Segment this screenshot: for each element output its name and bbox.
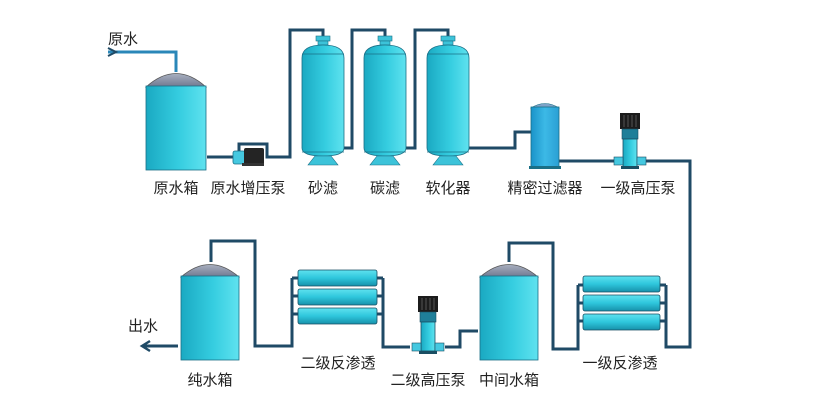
raw-water-tank <box>144 73 208 171</box>
label-stage2-ro: 二级反渗透 <box>300 354 375 372</box>
label-stage1-ro: 一级反渗透 <box>582 354 657 372</box>
label-intermediate-tank: 中间水箱 <box>479 371 539 389</box>
inlet-arrow-icon <box>107 47 119 57</box>
softener <box>426 35 470 166</box>
tank-body <box>479 275 539 361</box>
tank-dome-icon <box>179 264 241 278</box>
vessel-base <box>369 155 401 166</box>
vertical-pump-icon <box>420 321 436 352</box>
pressure-vessel-icon <box>301 44 345 157</box>
label-stage1-high-pressure-pump: 一级高压泵 <box>600 179 675 197</box>
inlet-label: 原水 <box>108 30 138 48</box>
stage2-ro <box>290 269 385 325</box>
stage1-high-pressure-pump <box>613 113 647 169</box>
pure-water-tank <box>179 264 241 361</box>
label-stage2-high-pressure-pump: 二级高压泵 <box>390 371 465 389</box>
pipe-pump1-to-ro1 <box>646 159 692 349</box>
label-raw-water-booster-pump: 原水增压泵 <box>210 179 285 197</box>
pressure-vessel-icon <box>426 44 470 157</box>
tank-dome-icon <box>478 264 540 278</box>
label-carbon-filter: 碳滤 <box>370 179 400 197</box>
pump-base <box>242 163 264 166</box>
pump-motor <box>418 296 438 312</box>
label-precision-filter: 精密过滤器 <box>507 179 582 197</box>
label-pure-water-tank: 纯水箱 <box>187 371 232 389</box>
ro-membrane-icon <box>297 269 378 287</box>
stage1-ro <box>576 275 668 331</box>
outlet-label: 出水 <box>128 317 158 335</box>
ro-membrane-icon <box>297 307 378 325</box>
pipe-pump-to-sand <box>237 28 325 159</box>
pipe-ro2-to-puretank <box>209 239 294 348</box>
ro-membrane-icon <box>582 294 661 312</box>
tank-body <box>180 275 240 361</box>
pump-motor <box>620 113 640 129</box>
outlet-arrow-icon <box>139 339 151 353</box>
pipe-midtank-to-pump2 <box>445 329 478 349</box>
stage2-high-pressure-pump <box>411 296 445 354</box>
pipe-carbon-to-softener <box>404 28 450 150</box>
intermediate-tank <box>478 264 540 361</box>
label-raw-water-tank: 原水箱 <box>153 179 198 197</box>
vertical-pump-icon <box>622 138 638 168</box>
sand-filter <box>301 35 345 166</box>
pipe-softener-to-precision <box>467 130 531 150</box>
ro-membrane-icon <box>582 275 661 293</box>
pipe-ro1-to-midtank <box>507 241 580 351</box>
cartridge-filter-icon <box>530 106 560 169</box>
pipe-network <box>107 28 692 353</box>
ro-membrane-icon <box>297 288 378 306</box>
pump-head <box>232 150 246 165</box>
labels: 原水 出水 原水箱 原水增压泵 砂滤 碳滤 软化器 精密过滤器 一级高压泵 一级… <box>108 30 676 389</box>
pipe-sand-to-carbon <box>341 28 387 150</box>
carbon-filter <box>363 35 407 166</box>
tank-body <box>145 85 207 171</box>
tank-dome-icon <box>144 73 208 88</box>
raw-water-booster-pump <box>232 148 264 166</box>
pipe-pump2-to-ro2 <box>381 278 410 349</box>
precision-filter <box>529 103 561 169</box>
centrifugal-pump-icon <box>244 148 264 165</box>
label-sand-filter: 砂滤 <box>308 179 338 197</box>
pressure-vessel-icon <box>363 44 407 157</box>
pipe-inlet <box>108 50 178 72</box>
ro-membrane-icon <box>582 313 661 331</box>
vessel-base <box>432 155 464 166</box>
vessel-base <box>307 155 339 166</box>
label-softener: 软化器 <box>425 179 470 197</box>
